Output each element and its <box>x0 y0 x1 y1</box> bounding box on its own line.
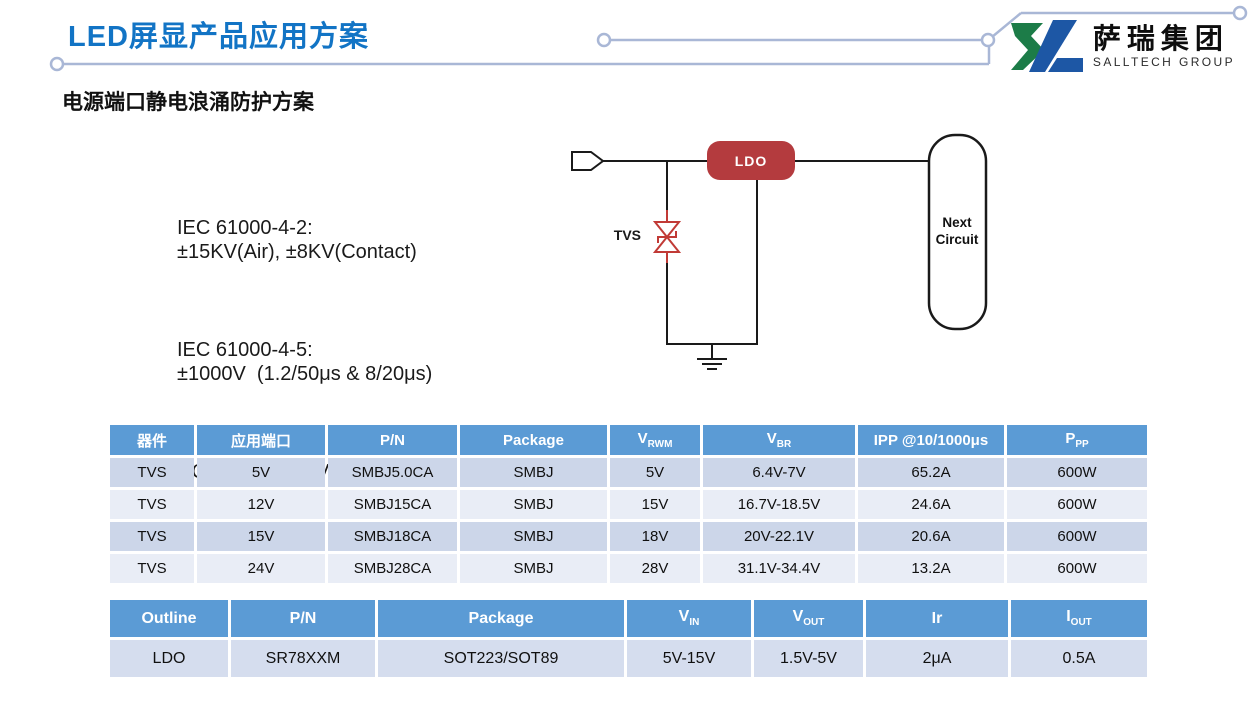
column-header: VBR <box>703 425 855 455</box>
table-cell: TVS <box>110 554 194 583</box>
table-cell: TVS <box>110 490 194 519</box>
table-cell: 28V <box>610 554 700 583</box>
section-subtitle: 电源端口静电浪涌防护方案 <box>62 91 314 114</box>
circuit-trace-decoration <box>49 5 1248 72</box>
table-cell: 15V <box>610 490 700 519</box>
table-cell: SMBJ <box>460 554 607 583</box>
input-connector-icon <box>571 151 605 171</box>
table-cell: 18V <box>610 522 700 551</box>
table-cell: 13.2A <box>858 554 1004 583</box>
esd-spec-standard: IEC 61000-4-2: <box>177 217 313 239</box>
table-cell: 1.5V-5V <box>754 640 863 677</box>
company-name-en: SALLTECH GROUP <box>1092 54 1235 69</box>
tvs-diode-icon <box>652 210 682 263</box>
company-name-cn: 萨瑞集团 <box>1092 22 1229 54</box>
table-cell: 16.7V-18.5V <box>703 490 855 519</box>
table-cell: 600W <box>1007 522 1147 551</box>
table-cell: 24V <box>197 554 325 583</box>
column-header: Ir <box>866 600 1008 637</box>
table-cell: 600W <box>1007 458 1147 487</box>
table-cell: 6.4V-7V <box>703 458 855 487</box>
company-logo: 萨瑞集团 SALLTECH GROUP <box>1010 20 1235 72</box>
column-header: Outline <box>110 600 228 637</box>
table-cell: SMBJ18CA <box>328 522 457 551</box>
table-cell: SMBJ <box>460 522 607 551</box>
table-cell: 31.1V-34.4V <box>703 554 855 583</box>
ldo-label: LDO <box>735 153 768 169</box>
table-cell: TVS <box>110 522 194 551</box>
column-header: PPP <box>1007 425 1147 455</box>
column-header: P/N <box>231 600 375 637</box>
table-cell: 5V <box>197 458 325 487</box>
table-cell: 2μA <box>866 640 1008 677</box>
table-cell: SMBJ28CA <box>328 554 457 583</box>
table-cell: 600W <box>1007 490 1147 519</box>
esd-spec: IEC 61000-4-2: ±15KV(Air), ±8KV(Contact) <box>177 216 432 264</box>
table-cell: SOT223/SOT89 <box>378 640 624 677</box>
table-cell: LDO <box>110 640 228 677</box>
table-cell: SMBJ <box>460 458 607 487</box>
ldo-block <box>707 141 795 180</box>
table-cell: SMBJ15CA <box>328 490 457 519</box>
table-cell: 15V <box>197 522 325 551</box>
column-header: IOUT <box>1011 600 1147 637</box>
table-cell: 20.6A <box>858 522 1004 551</box>
column-header: Package <box>460 425 607 455</box>
table-cell: SMBJ <box>460 490 607 519</box>
surge-spec: IEC 61000-4-5: ±1000V (1.2/50μs & 8/20μs… <box>177 338 432 386</box>
table-cell: TVS <box>110 458 194 487</box>
column-header: VOUT <box>754 600 863 637</box>
column-header: 器件 <box>110 425 194 455</box>
table-cell: SR78XXM <box>231 640 375 677</box>
column-header: 应用端口 <box>197 425 325 455</box>
table-cell: 20V-22.1V <box>703 522 855 551</box>
table-cell: 24.6A <box>858 490 1004 519</box>
table-cell: 0.5A <box>1011 640 1147 677</box>
tvs-label: TVS <box>614 227 641 243</box>
surge-spec-standard: IEC 61000-4-5: <box>177 339 313 361</box>
surge-spec-levels: ±1000V (1.2/50μs & 8/20μs) <box>177 363 433 385</box>
next-circuit-label-line1: Next <box>942 215 972 230</box>
table-cell: 5V-15V <box>627 640 751 677</box>
protection-circuit-schematic: TVS LDO Next Circuit <box>571 133 988 370</box>
column-header: VIN <box>627 600 751 637</box>
page-title: LED屏显产品应用方案 <box>68 21 370 53</box>
column-header: Package <box>378 600 624 637</box>
next-circuit-label-line2: Circuit <box>936 232 979 247</box>
salltech-logo-mark <box>1010 20 1083 72</box>
esd-spec-levels: ±15KV(Air), ±8KV(Contact) <box>177 241 417 263</box>
column-header: IPP @10/1000μs <box>858 425 1004 455</box>
table-cell: 65.2A <box>858 458 1004 487</box>
table-cell: SMBJ5.0CA <box>328 458 457 487</box>
column-header: VRWM <box>610 425 700 455</box>
table-cell: 600W <box>1007 554 1147 583</box>
next-circuit-block <box>927 133 988 331</box>
column-header: P/N <box>328 425 457 455</box>
table-cell: 12V <box>197 490 325 519</box>
ground-icon <box>697 358 727 370</box>
table-cell: 5V <box>610 458 700 487</box>
